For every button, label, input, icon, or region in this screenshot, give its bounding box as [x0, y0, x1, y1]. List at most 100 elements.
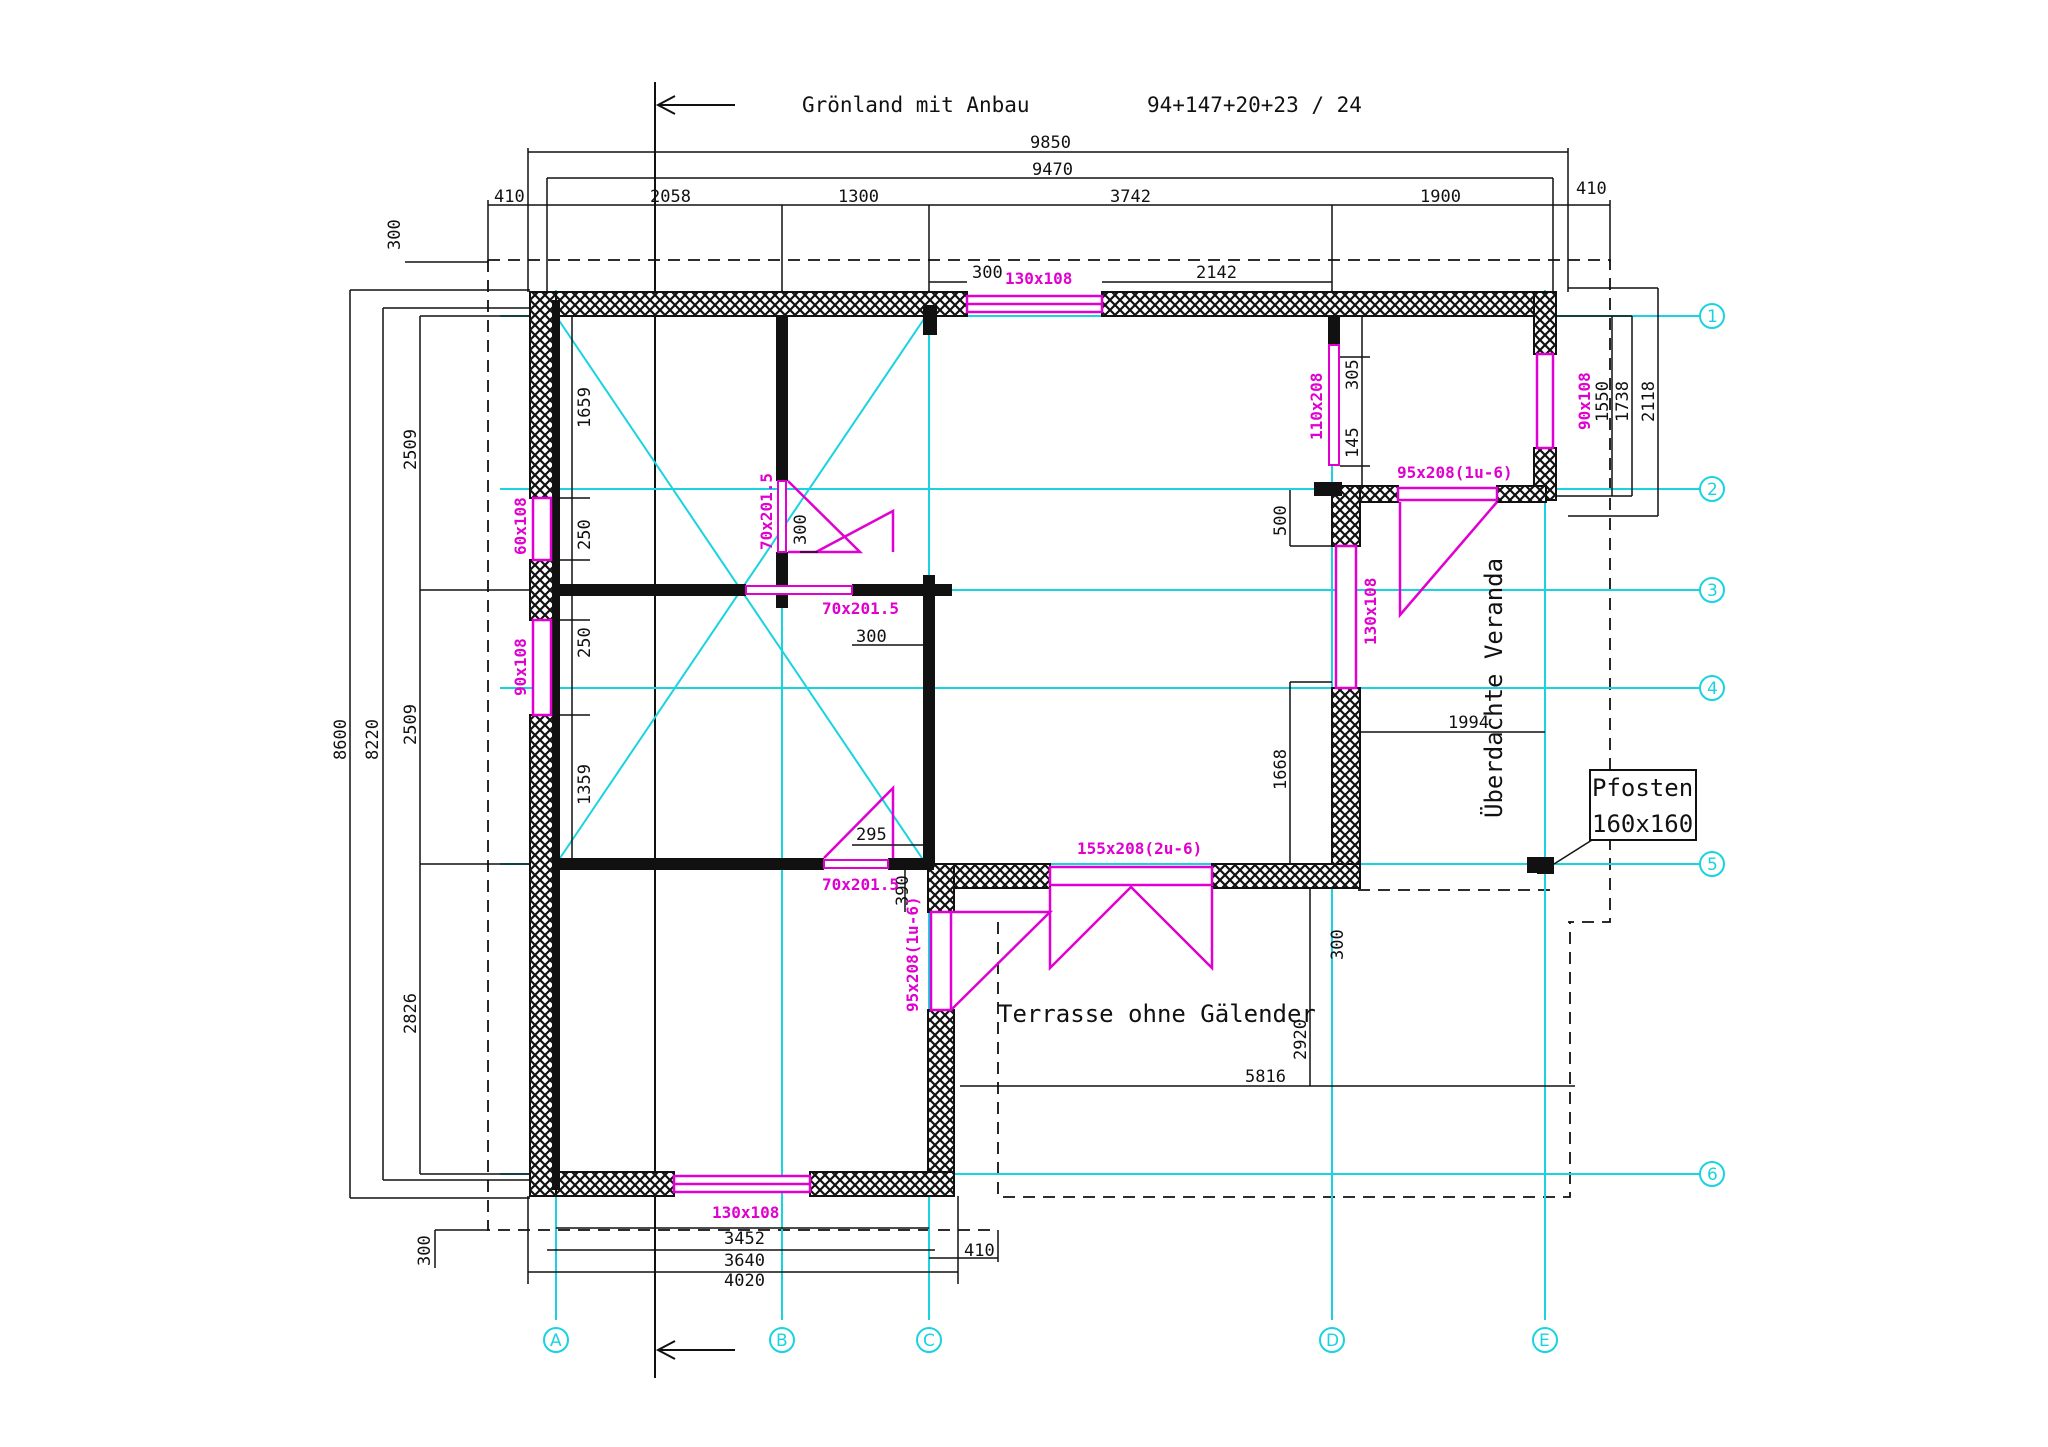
dim-2826: 2826 [401, 993, 421, 1034]
dim-lines-right [960, 287, 1659, 1087]
drawing-title: Grönland mit Anbau [802, 93, 1030, 117]
axis-row-6: 6 [1699, 1161, 1725, 1187]
axis-col-a: A [543, 1327, 569, 1353]
dim-3742: 3742 [1110, 187, 1151, 207]
label-window-left-1: 60x108 [511, 497, 530, 555]
dim-lines-bottom [527, 1196, 999, 1284]
label-door-inner-2: 70x201.5 [822, 599, 899, 618]
label-window-right: 90x108 [1575, 372, 1594, 430]
dim-1550: 1550 [1593, 381, 1613, 422]
dim-2142: 2142 [1196, 263, 1237, 283]
label-door-veranda: 95x208(1u-6) [1397, 463, 1513, 482]
dim-250-b: 250 [575, 627, 595, 658]
drawing-code: 94+147+20+23 / 24 [1147, 93, 1362, 117]
axis-col-d: D [1319, 1327, 1345, 1353]
dim-300-door: 300 [791, 514, 811, 545]
door-veranda [1396, 486, 1499, 619]
dim-2509-b: 2509 [401, 704, 421, 745]
post-label-line-2: 160x160 [1592, 810, 1693, 838]
section-arrow-bottom [655, 1340, 735, 1360]
dim-410-bottom: 410 [964, 1241, 995, 1261]
roof-outline [487, 259, 1611, 1231]
svg-text:2: 2 [1707, 480, 1718, 500]
axis-grid [500, 290, 1700, 1320]
dim-1359: 1359 [575, 764, 595, 805]
door-inner-2 [745, 585, 853, 595]
svg-text:E: E [1539, 1331, 1550, 1351]
dim-300-wall: 300 [856, 627, 887, 647]
label-door-terrace: 155x208(2u-6) [1077, 839, 1202, 858]
door-bath [1328, 344, 1340, 466]
section-arrow-top [655, 95, 735, 115]
dim-lines-interior [800, 551, 923, 912]
post-label-line-1: Pfosten [1592, 774, 1693, 802]
svg-text:D: D [1326, 1331, 1339, 1351]
window-left-1 [531, 496, 553, 562]
svg-text:1: 1 [1707, 307, 1718, 327]
dim-500: 500 [1271, 505, 1291, 536]
dim-lines-top [405, 148, 1611, 292]
door-terrace [1048, 865, 1214, 972]
axis-row-2: 2 [1699, 476, 1725, 502]
dim-1300: 1300 [838, 187, 879, 207]
axis-row-3: 3 [1699, 577, 1725, 603]
dim-1994: 1994 [1448, 713, 1489, 733]
svg-text:5: 5 [1707, 855, 1718, 875]
svg-text:6: 6 [1707, 1165, 1718, 1185]
dim-2509-a: 2509 [401, 429, 421, 470]
exterior-walls [529, 291, 1557, 1197]
label-door-side: 95x208(1u-6) [903, 896, 922, 1012]
dim-5816: 5816 [1245, 1067, 1286, 1087]
dim-2058: 2058 [650, 187, 691, 207]
post-annotation-box [1589, 769, 1697, 841]
dim-300-bottom: 300 [415, 1235, 435, 1266]
window-top [965, 294, 1104, 314]
axis-col-e: E [1532, 1327, 1558, 1353]
label-door-inner-3: 70x201.5 [822, 875, 899, 894]
svg-text:A: A [550, 1331, 562, 1351]
dim-3640: 3640 [724, 1251, 765, 1271]
axis-row-5: 5 [1699, 851, 1725, 877]
axis-col-b: B [769, 1327, 795, 1353]
label-window-east: 130x108 [1361, 578, 1380, 645]
dim-9850: 9850 [1030, 133, 1071, 153]
dim-4020: 4020 [724, 1271, 765, 1291]
dim-295: 295 [856, 825, 887, 845]
dim-300-top: 300 [385, 219, 405, 250]
dim-8220: 8220 [363, 719, 383, 760]
terrace-label: Terrasse ohne Gälender [998, 1000, 1316, 1028]
dim-1738: 1738 [1613, 381, 1633, 422]
label-window-left-2: 90x108 [511, 638, 530, 696]
axis-col-c: C [916, 1327, 942, 1353]
post [1537, 857, 1554, 874]
window-east [1334, 544, 1358, 690]
svg-text:3: 3 [1707, 581, 1718, 601]
label-window-bottom: 130x108 [712, 1203, 779, 1222]
svg-text:4: 4 [1707, 679, 1718, 699]
dim-3452: 3452 [724, 1229, 765, 1249]
window-right [1535, 352, 1555, 450]
dim-2920: 2920 [1291, 1019, 1311, 1060]
dim-2118: 2118 [1639, 381, 1659, 422]
dim-305: 305 [1343, 359, 1363, 390]
door-inner-3 [823, 784, 895, 869]
label-door-inner-1: 70x201.5 [757, 473, 776, 550]
dim-1900: 1900 [1420, 187, 1461, 207]
dim-410-right: 410 [1576, 179, 1607, 199]
dim-300-window: 300 [972, 263, 1003, 283]
svg-text:C: C [923, 1331, 935, 1351]
dim-300-terrace: 300 [1328, 929, 1348, 960]
dim-1659: 1659 [575, 387, 595, 428]
dim-145: 145 [1343, 427, 1363, 458]
window-bottom [672, 1174, 812, 1194]
axis-row-1: 1 [1699, 303, 1725, 329]
dim-250-a: 250 [575, 519, 595, 550]
axis-row-4: 4 [1699, 675, 1725, 701]
dim-8600: 8600 [331, 719, 351, 760]
dim-390: 390 [893, 875, 913, 906]
label-door-bath: 110x208 [1307, 373, 1326, 440]
label-window-top: 130x108 [1005, 269, 1072, 288]
window-left-2 [531, 618, 553, 717]
dim-1668: 1668 [1271, 749, 1291, 790]
